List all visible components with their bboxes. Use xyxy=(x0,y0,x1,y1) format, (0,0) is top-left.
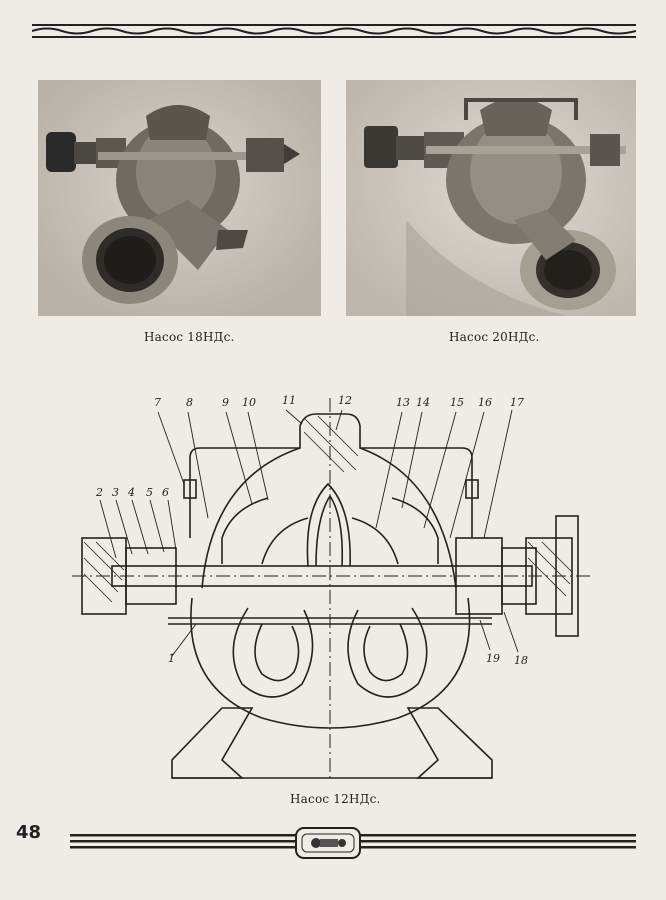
callout-1: 1 xyxy=(168,652,175,665)
callout-17: 17 xyxy=(510,396,524,409)
callout-15: 15 xyxy=(450,396,464,409)
callout-12: 12 xyxy=(338,394,352,407)
callout-2: 2 xyxy=(96,486,103,499)
caption-pump-20nds: Насос 20НДс. xyxy=(449,330,540,344)
footer-ornament xyxy=(70,827,636,859)
callout-3: 3 xyxy=(112,486,119,499)
callout-6: 6 xyxy=(162,486,169,499)
caption-pump-12nds: Насос 12НДс. xyxy=(290,792,381,806)
header-ornament xyxy=(32,24,636,38)
callout-9: 9 xyxy=(222,396,229,409)
caption-pump-18nds: Насос 18НДс. xyxy=(144,330,235,344)
pump-cross-section-drawing xyxy=(72,398,592,779)
callout-7: 7 xyxy=(154,396,161,409)
callout-13: 13 xyxy=(396,396,410,409)
callout-14: 14 xyxy=(416,396,430,409)
callout-10: 10 xyxy=(242,396,256,409)
callout-16: 16 xyxy=(478,396,492,409)
callout-19: 19 xyxy=(486,652,500,665)
callout-18: 18 xyxy=(514,654,528,667)
callout-4: 4 xyxy=(128,486,135,499)
photo-pump-18nds xyxy=(38,80,321,316)
photo-pump-20nds xyxy=(346,80,636,316)
page-number: 48 xyxy=(16,822,42,843)
callout-11: 11 xyxy=(282,394,296,407)
callout-8: 8 xyxy=(186,396,193,409)
callout-5: 5 xyxy=(146,486,153,499)
